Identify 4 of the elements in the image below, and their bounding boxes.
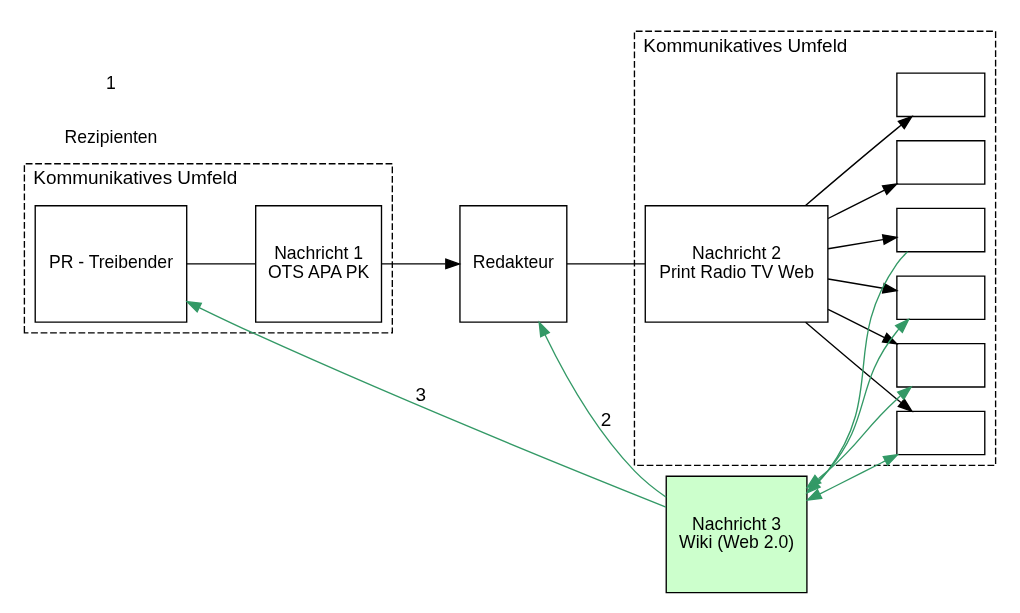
label: Rezipienten (64, 126, 158, 147)
label: 1 (106, 72, 116, 93)
edge-label: 3 (415, 383, 426, 405)
edge-label: 2 (600, 409, 612, 431)
